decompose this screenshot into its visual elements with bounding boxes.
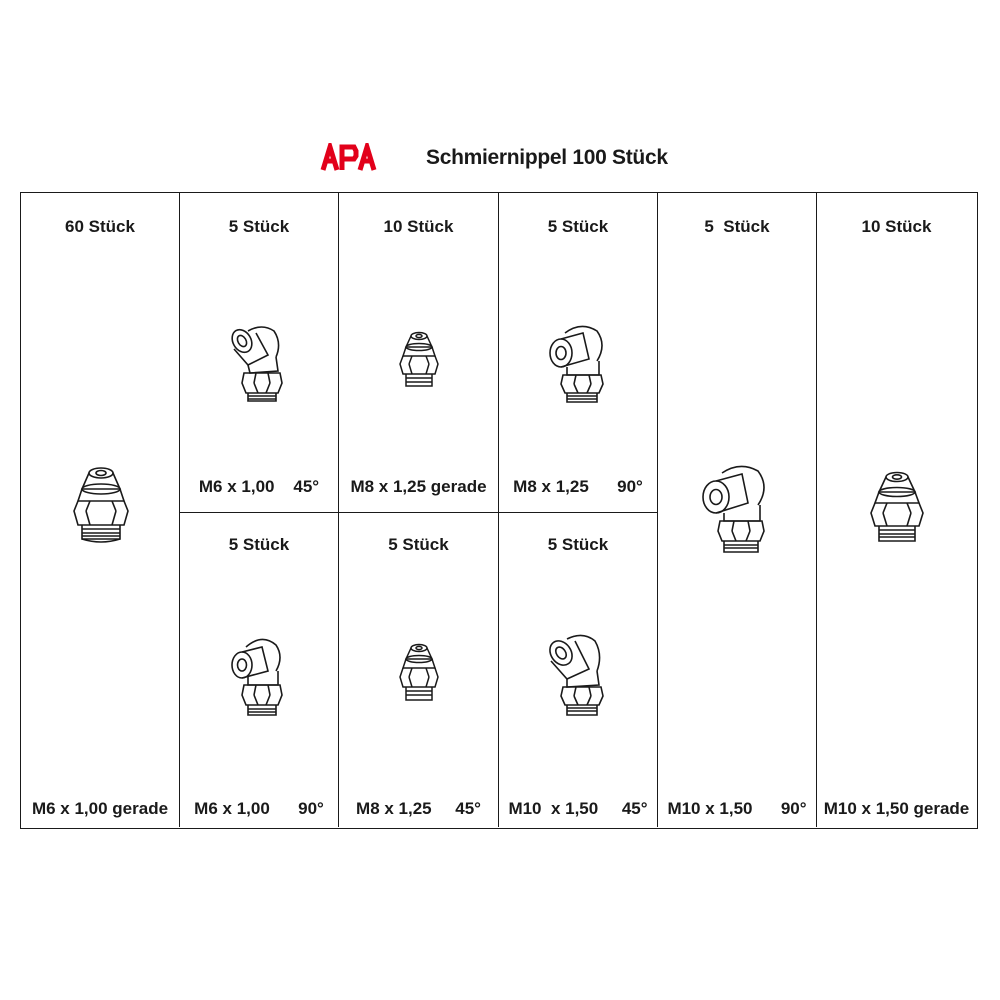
compartment-spec: M6 x 1,00 45° [198, 477, 320, 496]
apa-logo [320, 138, 380, 173]
compartment-m10-straight: 10 Stück M10 x 1,50 gerade [817, 193, 976, 827]
compartment-count: 5 Stück [228, 535, 290, 554]
compartment-spec: M10 x 1,50 90° [667, 799, 807, 818]
compartment-m8-straight: 10 Stück M8 x 1,25 gerade [339, 193, 499, 513]
straight-nipple-icon [866, 471, 928, 553]
compartment-count: 10 Stück [383, 217, 454, 236]
compartment-m6-90: 5 Stück M6 x 1,00 90° [180, 513, 339, 827]
compartment-spec: M6 x 1,00 90° [194, 799, 324, 818]
angled-45-nipple-icon [533, 631, 619, 719]
compartment-count: 5 Stück [228, 217, 290, 236]
compartment-count: 5 Stück [547, 535, 609, 554]
compartment-m10-90: 5 Stück M10 x 1,50 90° [658, 193, 817, 827]
compartment-m8-45: 5 Stück M8 x 1,25 45° [339, 513, 499, 827]
compartment-count: 5 Stück [704, 217, 770, 236]
compartment-count: 60 Stück [65, 217, 135, 236]
straight-nipple-icon [394, 331, 444, 395]
compartment-spec: M10 x 1,50 gerade [823, 799, 970, 818]
angled-90-nipple-icon [688, 461, 784, 555]
angled-90-nipple-icon [218, 633, 300, 719]
compartment-m8-90: 5 Stück M8 x 1,25 90° [499, 193, 658, 513]
compartment-m10-45: 5 Stück M10 x 1,50 45° [499, 513, 658, 827]
compartment-spec: M10 x 1,50 45° [508, 799, 648, 818]
compartment-spec: M6 x 1,00 gerade [31, 799, 169, 818]
compartment-m6-45: 5 Stück M6 x 1,00 45° [180, 193, 339, 513]
page-title: Schmiernippel 100 Stück [426, 146, 668, 169]
compartment-spec: M8 x 1,25 45° [356, 799, 481, 818]
compartment-spec: M8 x 1,25 90° [513, 477, 643, 496]
compartment-spec: M8 x 1,25 gerade [350, 477, 487, 496]
compartment-count: 5 Stück [388, 535, 449, 554]
assortment-box: 60 Stück M6 x 1,00 gerade 5 Stück [20, 192, 978, 829]
compartment-count: 10 Stück [861, 217, 932, 236]
straight-nipple-icon [394, 643, 444, 709]
straight-nipple-icon [70, 467, 132, 553]
angled-90-nipple-icon [535, 321, 621, 405]
compartment-m6-straight: 60 Stück M6 x 1,00 gerade [21, 193, 180, 827]
angled-45-nipple-icon [218, 321, 300, 403]
compartment-count: 5 Stück [547, 217, 609, 236]
